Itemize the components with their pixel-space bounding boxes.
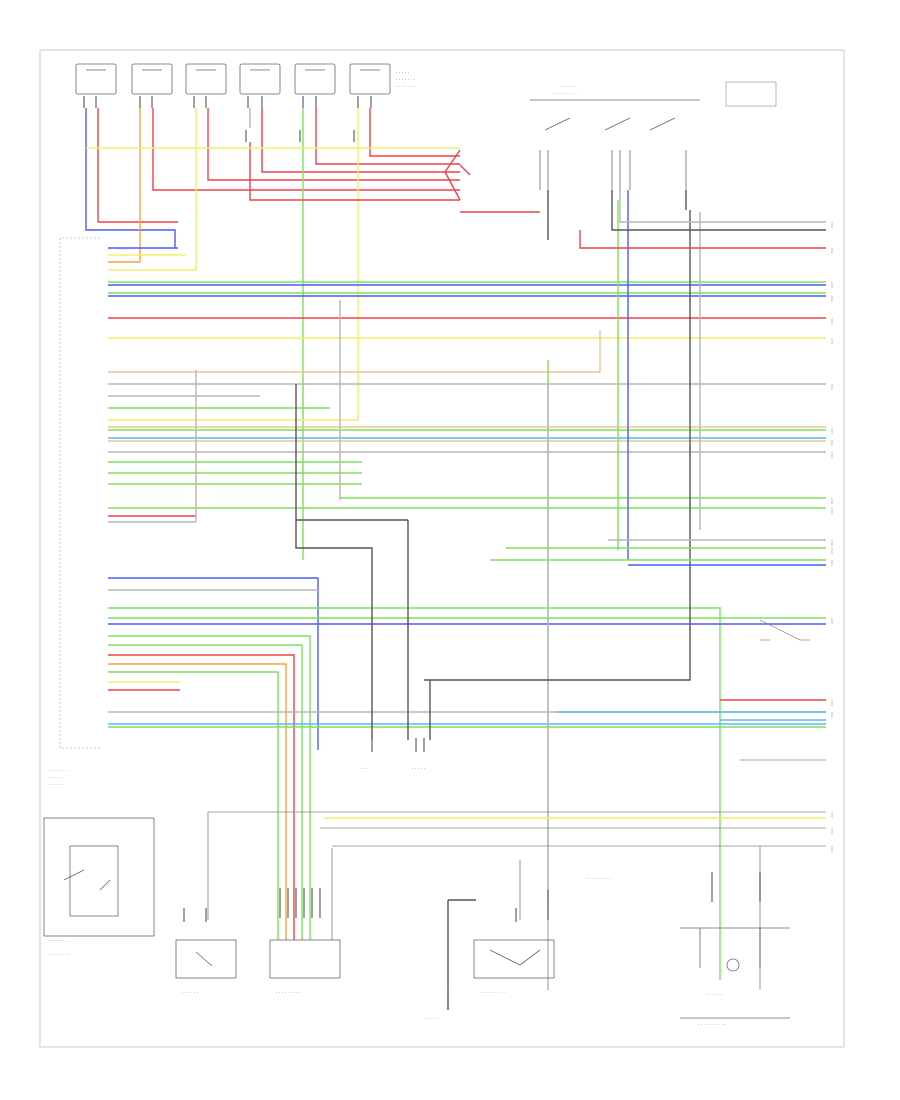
ecm-bus-wires	[108, 247, 826, 523]
svg-text:· · · · ·: · · · · ·	[48, 776, 61, 781]
svg-text:· · · · · · · ·: · · · · · · · ·	[48, 953, 70, 958]
ecm-pin-labels: · · · · · · ·	[106, 248, 131, 253]
svg-text:· · · · · ·: · · · · · ·	[706, 993, 722, 998]
svg-text:· · · · · · ·: · · · · · · ·	[48, 939, 67, 944]
svg-text:· · · · · ·: · · · · · ·	[560, 85, 576, 90]
svg-text:· · · · · · · · ·: · · · · · · · · ·	[480, 991, 505, 996]
lower-bus-wires	[207, 699, 826, 1010]
svg-text:· · · · · · · · ·: · · · · · · · · ·	[552, 92, 577, 97]
speed-sensor-box	[43, 817, 155, 937]
svg-text:· · · · ·: · · · · ·	[424, 1017, 437, 1022]
right-components	[208, 619, 826, 847]
svg-text:· · · · · · ·: · · · · · · ·	[396, 85, 415, 90]
svg-text:· · · · · · ·: · · · · · · ·	[48, 769, 67, 774]
svg-text:· · · · · · · · · ·: · · · · · · · · · ·	[698, 1023, 726, 1028]
svg-text:· · · · · · · · ·: · · · · · · · · ·	[586, 877, 611, 882]
svg-text:· · · · · ·: · · · · · ·	[182, 991, 198, 996]
ecm-outline	[59, 237, 100, 749]
bottom-sensors	[175, 927, 790, 1019]
injector-connectors	[83, 96, 372, 142]
middle-wires	[195, 190, 826, 990]
injector-wires	[85, 108, 540, 560]
component-text-blocks: · · · · · · · · · · · · · · · · · · · · …	[48, 767, 726, 1028]
bottom-connectors	[183, 738, 761, 996]
legend-box	[725, 81, 777, 107]
svg-text:· · · · · ·: · · · · · ·	[48, 783, 64, 788]
diagram-frame	[39, 49, 845, 1048]
relay-labels: · · · · · · · · · · · · · · ·	[552, 85, 577, 97]
main-relay	[530, 99, 700, 190]
fuel-injectors	[75, 63, 391, 95]
relay-wires	[547, 190, 826, 240]
svg-text:· · · · ·: · · · · ·	[396, 71, 409, 76]
svg-text:· · · · · · · · ·: · · · · · · · · ·	[276, 991, 301, 996]
svg-text:· · · · · · ·: · · · · · · ·	[396, 78, 415, 83]
svg-text:· ·: · ·	[106, 248, 110, 253]
svg-text:· · · · ·: · · · · ·	[118, 248, 131, 253]
svg-text:· · ·: · · ·	[360, 767, 367, 772]
ecm-lower-bus	[108, 577, 826, 980]
svg-text:· · · · ·: · · · · ·	[412, 767, 425, 772]
injector-labels: · · · · · · · · · · · · · · · · · · ·	[396, 71, 415, 90]
